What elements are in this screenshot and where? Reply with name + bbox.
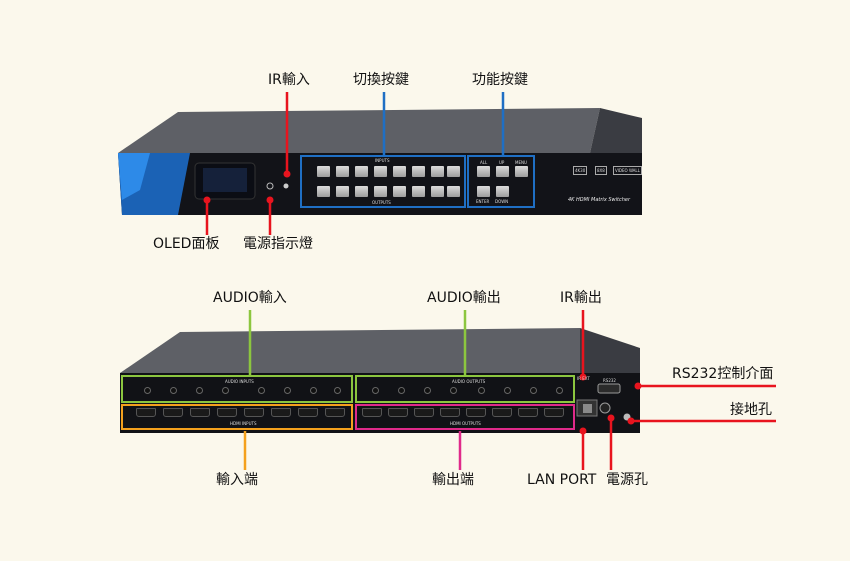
hdmi-outputs-panel-label: HDMI OUTPUTS [450,421,481,426]
hdmi-inputs-panel-label: HDMI INPUTS [230,421,257,426]
rs232-label: RS232控制介面 [672,366,774,382]
enter-button[interactable] [477,186,490,197]
input-button[interactable] [355,166,368,177]
audio-output-label: AUDIO輸出 [427,290,501,306]
audio-jack[interactable] [398,387,405,394]
output-button[interactable] [355,186,368,197]
all-button[interactable] [477,166,490,177]
ir-ext-panel-label: IR EXT [577,376,590,381]
input-button[interactable] [431,166,444,177]
hdmi-port[interactable] [217,408,237,417]
up-button[interactable] [496,166,509,177]
hdmi-port[interactable] [244,408,264,417]
hdmi-port[interactable] [388,408,408,417]
power-jack [599,402,611,414]
badge-4k: 4K30 [573,166,588,175]
inputs-panel-label: INPUTS [375,158,390,163]
audio-jack[interactable] [424,387,431,394]
audio-input-label: AUDIO輸入 [213,290,287,306]
hdmi-port[interactable] [271,408,291,417]
audio-jack[interactable] [144,387,151,394]
audio-jack[interactable] [310,387,317,394]
function-keys-frame [467,155,535,208]
hdmi-port[interactable] [466,408,486,417]
lan-port-label: LAN PORT [527,472,597,488]
func-all-label: ALL [480,160,488,165]
audio-jack[interactable] [258,387,265,394]
output-button[interactable] [431,186,444,197]
rear-chassis-top [120,328,580,373]
func-up-label: UP [499,160,505,165]
audio-inputs-frame [121,375,353,403]
hdmi-port[interactable] [414,408,434,417]
rs232-panel-label: RS232 [603,378,616,383]
ground-label: 接地孔 [730,402,772,418]
input-button[interactable] [447,166,460,177]
func-menu-label: MENU [515,160,527,165]
audio-jack[interactable] [478,387,485,394]
badge-video-wall: VIDEO WALL [613,166,642,175]
output-button[interactable] [447,186,460,197]
input-port-label: 輸入端 [216,472,258,488]
input-button[interactable] [393,166,406,177]
input-button[interactable] [412,166,425,177]
func-enter-label: ENTER [476,199,490,204]
hdmi-port[interactable] [362,408,382,417]
audio-jack[interactable] [556,387,563,394]
function-keys-label: 功能按鍵 [472,72,528,88]
audio-jack[interactable] [222,387,229,394]
hdmi-inputs-frame [121,404,353,430]
audio-jack[interactable] [334,387,341,394]
hdmi-outputs-frame [355,404,575,430]
audio-inputs-panel-label: AUDIO INPUTS [225,379,254,384]
input-button[interactable] [374,166,387,177]
menu-button[interactable] [515,166,528,177]
audio-jack[interactable] [170,387,177,394]
output-button[interactable] [317,186,330,197]
audio-jack[interactable] [530,387,537,394]
badge-8x8: 8X8 [595,166,607,175]
audio-outputs-frame [355,375,575,403]
hdmi-port[interactable] [492,408,512,417]
output-button[interactable] [412,186,425,197]
hdmi-port[interactable] [136,408,156,417]
output-button[interactable] [336,186,349,197]
model-name: 4K HDMI Matrix Switcher [568,197,631,203]
power-indicator-label: 電源指示燈 [243,236,313,252]
audio-jack[interactable] [196,387,203,394]
outputs-panel-label: OUTPUTS [372,200,391,205]
audio-outputs-panel-label: AUDIO OUTPUTS [452,379,486,384]
ir-output-label: IR輸出 [560,290,602,306]
audio-jack[interactable] [450,387,457,394]
front-chassis-top [118,108,600,153]
audio-jack[interactable] [372,387,379,394]
func-down-label: DOWN [495,199,509,204]
hdmi-port[interactable] [440,408,460,417]
power-jack-label: 電源孔 [606,472,648,488]
hdmi-port[interactable] [325,408,345,417]
input-button[interactable] [317,166,330,177]
audio-jack[interactable] [284,387,291,394]
hdmi-port[interactable] [544,408,564,417]
power-led [266,182,274,190]
ir-input-label: IR輸入 [268,72,310,88]
output-button[interactable] [374,186,387,197]
input-button[interactable] [336,166,349,177]
oled-panel-label: OLED面板 [153,236,220,252]
audio-jack[interactable] [504,387,511,394]
down-button[interactable] [496,186,509,197]
output-button[interactable] [393,186,406,197]
switch-keys-frame [300,155,466,208]
hdmi-port[interactable] [163,408,183,417]
output-port-label: 輸出端 [432,472,474,488]
rs232-port [597,383,621,394]
hdmi-port[interactable] [190,408,210,417]
hdmi-port[interactable] [298,408,318,417]
switch-keys-label: 切換按鍵 [353,72,409,88]
hdmi-port[interactable] [518,408,538,417]
